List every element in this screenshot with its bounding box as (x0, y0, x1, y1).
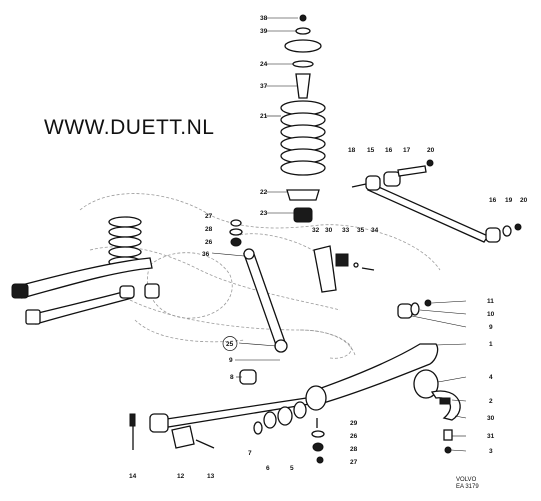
part-callout-15: 15 (367, 147, 375, 154)
part-callout-10: 10 (487, 311, 495, 318)
part-callout-5: 5 (290, 465, 294, 472)
part-callout-14: 14 (129, 473, 137, 480)
torque-rod-upper (351, 159, 522, 243)
part-callout-4: 4 (489, 374, 493, 381)
part-callout-27: 27 (350, 459, 358, 466)
part-callout-31: 31 (487, 433, 495, 440)
part-callout-30: 30 (487, 415, 495, 422)
part-callout-26: 26 (350, 433, 358, 440)
drawing-reference: VOLVO EA 3179 (456, 477, 479, 491)
part-callout-35: 35 (357, 227, 365, 234)
track-rod (129, 369, 323, 450)
part-callout-36: 36 (202, 251, 210, 258)
part-callout-17: 17 (403, 147, 411, 154)
part-callout-30: 30 (325, 227, 333, 234)
website-watermark: WWW.DUETT.NL (44, 116, 215, 139)
bump-stop-37 (295, 73, 311, 99)
part-callout-37: 37 (260, 83, 268, 90)
spring-seat-upper (284, 39, 322, 53)
brand-name: VOLVO (456, 477, 477, 483)
callout-ring (222, 336, 238, 351)
coil-spring-assembly (280, 14, 326, 223)
part-callout-34: 34 (371, 227, 379, 234)
part-callout-21: 21 (260, 113, 268, 120)
part-callout-27: 27 (205, 213, 213, 220)
part-callout-29: 29 (350, 420, 358, 427)
part-callout-3: 3 (489, 448, 493, 455)
part-callout-1: 1 (489, 341, 493, 348)
part-callout-8: 8 (230, 374, 234, 381)
mounting-bracket (313, 245, 375, 293)
support-arm (305, 299, 461, 454)
axle-housing-outline (79, 193, 441, 359)
part-callout-20: 20 (520, 197, 528, 204)
part-callout-28: 28 (205, 226, 213, 233)
part-callout-16: 16 (489, 197, 497, 204)
part-callout-20: 20 (427, 147, 435, 154)
part-callout-7: 7 (248, 450, 252, 457)
part-callout-25: 25 (226, 341, 234, 348)
part-callout-32: 32 (312, 227, 320, 234)
part-callout-28: 28 (350, 446, 358, 453)
part-callout-12: 12 (177, 473, 185, 480)
part-callout-24: 24 (260, 61, 268, 68)
rubber-pad-23 (293, 207, 313, 223)
part-callout-26: 26 (205, 239, 213, 246)
part-callout-19: 19 (505, 197, 513, 204)
part-callout-11: 11 (487, 298, 494, 305)
lower-hardware-stack (311, 418, 325, 464)
nut-38 (299, 14, 307, 22)
part-callout-22: 22 (260, 189, 268, 196)
drawing-number: EA 3179 (456, 484, 479, 490)
ring-24 (292, 60, 314, 68)
part-callout-16: 16 (385, 147, 393, 154)
shock-absorber (229, 219, 288, 353)
part-callout-23: 23 (260, 210, 268, 217)
part-callout-38: 38 (260, 15, 268, 22)
part-callout-2: 2 (489, 398, 493, 405)
part-callout-9: 9 (229, 357, 233, 364)
part-callout-6: 6 (266, 465, 270, 472)
part-callout-13: 13 (207, 473, 215, 480)
spring-seat-lower-22 (286, 189, 320, 201)
part-callout-9: 9 (489, 324, 493, 331)
coil-spring-21 (280, 100, 326, 176)
part-callout-18: 18 (348, 147, 356, 154)
leader-lines (211, 17, 467, 452)
left-trailing-arm (11, 257, 160, 325)
washer-39 (295, 27, 311, 35)
part-callout-33: 33 (342, 227, 350, 234)
part-callout-39: 39 (260, 28, 268, 35)
